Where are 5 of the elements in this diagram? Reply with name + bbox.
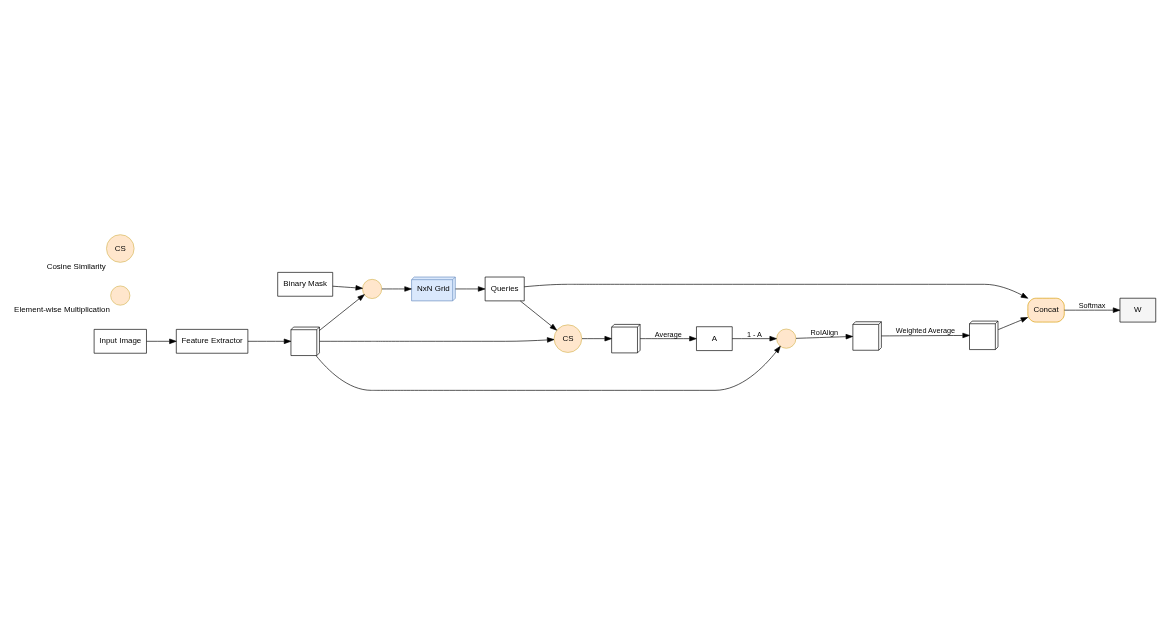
edge-label: Softmax	[1078, 300, 1106, 310]
edge-label: Weighted Average	[895, 325, 956, 335]
edge-label: 1 - A	[746, 329, 762, 339]
edge-label: RoIAlign	[810, 327, 839, 337]
edge-label: Average	[654, 329, 682, 339]
